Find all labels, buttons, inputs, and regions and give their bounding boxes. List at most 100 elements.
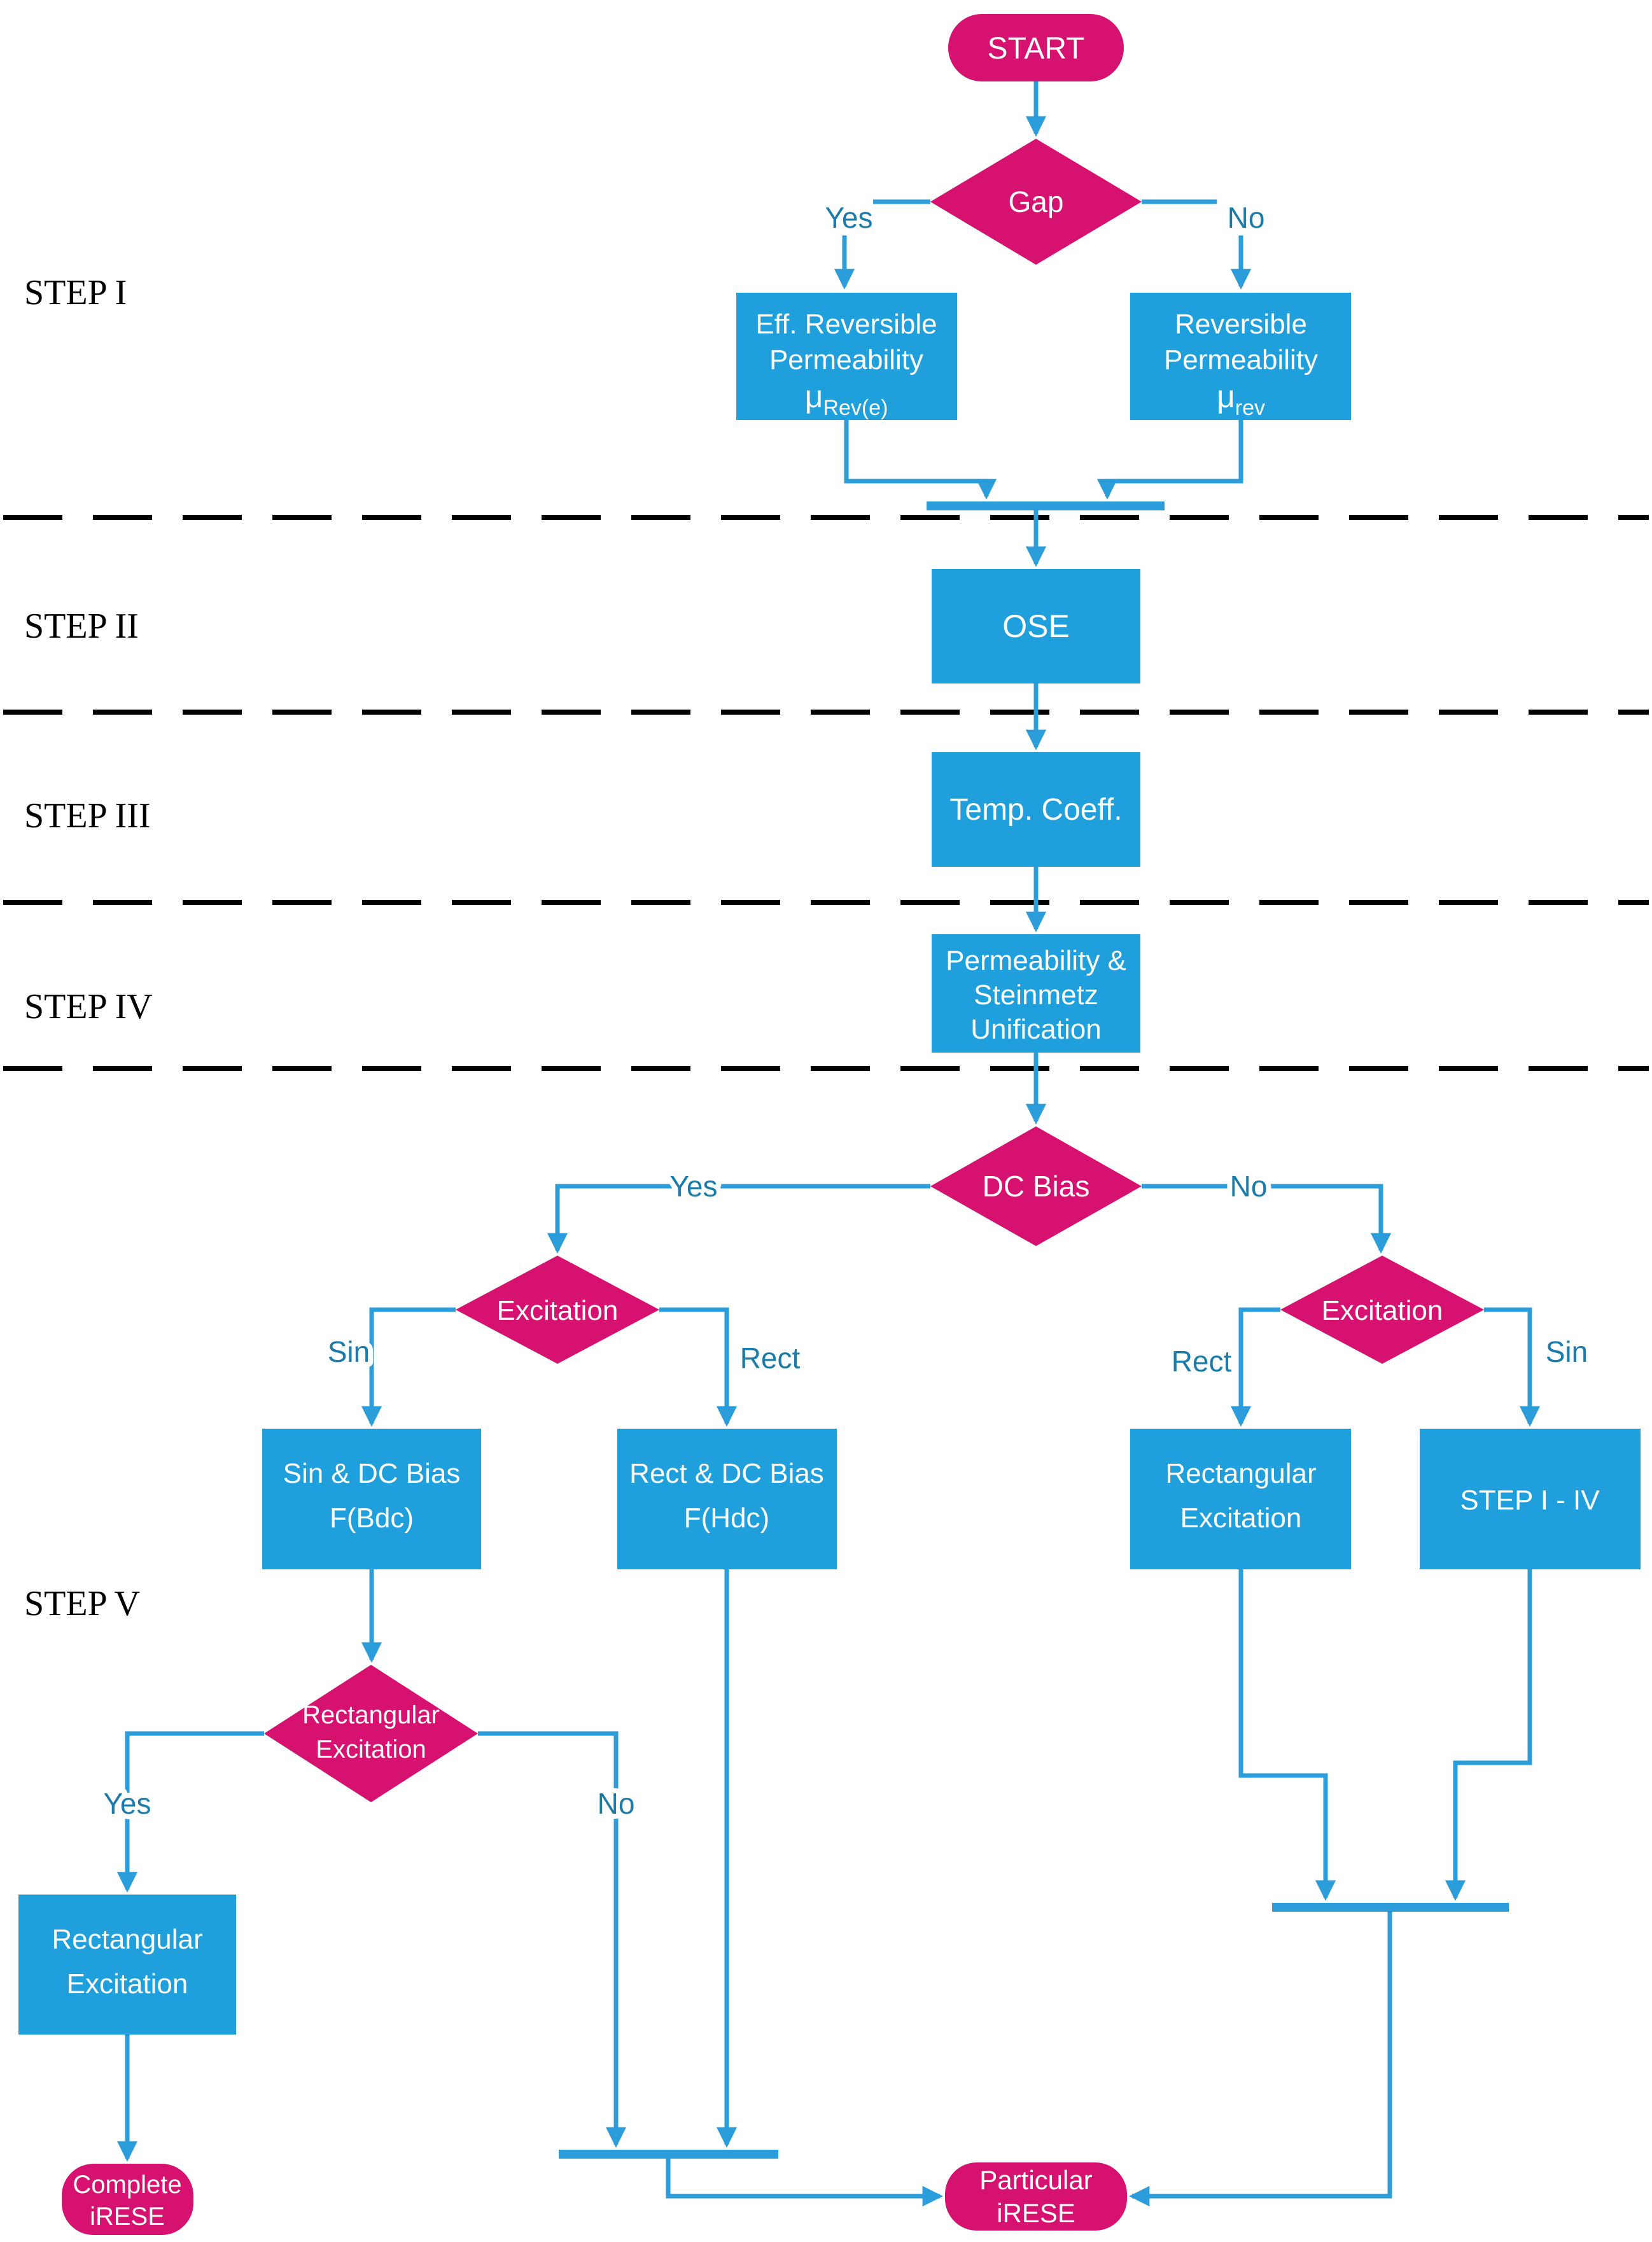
sin-dc-bias-box: Sin & DC Bias F(Bdc) [262, 1429, 481, 1569]
excitation-no-label: Excitation [1322, 1295, 1443, 1326]
reversible-permeability-line1: Reversible [1175, 309, 1307, 340]
rectangular-excitation-box-left: Rectangular Excitation [18, 1895, 236, 2035]
excitation-yes-label: Excitation [497, 1295, 619, 1326]
rectangular-excitation-right-line1: Rectangular [1165, 1458, 1316, 1489]
excitation-decision-no-branch: Excitation [1280, 1256, 1484, 1364]
complete-irese-line1: Complete [73, 2171, 181, 2199]
excitation-no-diamond-shape [1280, 1256, 1484, 1364]
eff-reversible-permeability-line2: Permeability [769, 344, 923, 375]
edge-rectexc-no [478, 1731, 627, 2148]
eff-reversible-permeability-shape [736, 293, 957, 420]
sin-dc-bias-line1: Sin & DC Bias [283, 1458, 461, 1489]
edge-eff-perm-to-junction [844, 420, 997, 500]
rect-dc-bias-box: Rect & DC Bias F(Hdc) [617, 1429, 837, 1569]
dc-bias-label: DC Bias [983, 1170, 1090, 1203]
rectangular-excitation-diamond-shape [264, 1665, 478, 1802]
particular-irese-shape [945, 2162, 1127, 2231]
branch-label-dcbias-yes: Yes [669, 1170, 717, 1203]
mu-subscript: Rev(e) [823, 396, 888, 420]
step-i-iv-shape [1420, 1429, 1641, 1569]
particular-irese-line2: iRESE [997, 2198, 1075, 2228]
rectangular-excitation-right-shape [1130, 1429, 1351, 1569]
branch-label-rectexc-no: No [598, 1787, 635, 1820]
rectangular-excitation-left-line2: Excitation [67, 1968, 188, 2000]
junction-bar-right [1272, 1903, 1509, 1912]
rectangular-excitation-left-shape [18, 1895, 236, 2035]
temp-coeff-shape [932, 752, 1140, 867]
branch-labels: Yes No Yes No Sin Rect Rect Sin Yes No [98, 196, 1593, 1825]
rectangular-excitation-box-right: Rectangular Excitation [1130, 1429, 1351, 1569]
complete-irese-line2: iRESE [90, 2203, 165, 2231]
eff-reversible-permeability-symbol: μRev(e) [805, 379, 888, 420]
ose-shape [932, 569, 1140, 683]
complete-irese-shape [62, 2164, 193, 2235]
rectangular-excitation-left-line1: Rectangular [52, 1924, 202, 1955]
permeability-steinmetz-box: Permeability & Steinmetz Unification [932, 934, 1140, 1053]
mu-subscript: rev [1235, 396, 1265, 420]
step-labels: STEP I STEP II STEP III STEP IV STEP V [24, 273, 153, 1623]
edge-rectexc-right-to-junction [1238, 1569, 1336, 1901]
reversible-permeability-line2: Permeability [1164, 344, 1318, 375]
reversible-permeability-shape [1130, 293, 1351, 420]
edge-stepiiv-to-junction [1445, 1569, 1532, 1901]
rectangular-excitation-decision-line2: Excitation [316, 1735, 426, 1763]
flow-connectors [116, 81, 1541, 2207]
edge-excitation-no-sin [1484, 1307, 1541, 1427]
start-node: START [948, 14, 1124, 81]
reversible-permeability-box: Reversible Permeability μrev [1130, 293, 1351, 420]
branch-label-gap-yes: Yes [825, 201, 872, 234]
reversible-permeability-symbol: μrev [1217, 379, 1265, 420]
dc-bias-diamond-shape [930, 1126, 1142, 1246]
eff-reversible-permeability-line1: Eff. Reversible [755, 309, 937, 340]
dc-bias-decision: DC Bias [930, 1126, 1142, 1246]
step-i-iv-label: STEP I - IV [1460, 1485, 1600, 1516]
junction-bar-bottom-left [559, 2150, 778, 2159]
eff-reversible-permeability-box: Eff. Reversible Permeability μRev(e) [736, 293, 957, 420]
branch-label-excitation-yes-rect: Rect [740, 1342, 801, 1375]
rectangular-excitation-decision-line1: Rectangular [302, 1701, 440, 1729]
temp-coeff-label: Temp. Coeff. [949, 793, 1122, 827]
branch-label-dcbias-no: No [1230, 1170, 1268, 1203]
complete-irese-terminal: Complete iRESE [62, 2164, 193, 2235]
permeability-steinmetz-line2: Steinmetz [974, 979, 1098, 1011]
edge-junction-to-particular-left [666, 2159, 943, 2207]
branch-label-excitation-yes-sin: Sin [328, 1335, 370, 1368]
junction-bar-permeability [927, 501, 1165, 510]
excitation-yes-diamond-shape [456, 1256, 659, 1364]
sin-dc-bias-line2: F(Bdc) [330, 1503, 414, 1534]
step-label-2: STEP II [24, 606, 139, 646]
edge-excitation-yes-sin [361, 1307, 456, 1427]
edge-dcbias-no [1142, 1184, 1392, 1254]
ose-label: OSE [1002, 608, 1070, 644]
rect-dc-bias-line1: Rect & DC Bias [629, 1458, 824, 1489]
rect-dc-bias-line2: F(Hdc) [684, 1503, 769, 1534]
start-terminal-shape [948, 14, 1124, 81]
branch-label-gap-no: No [1228, 201, 1265, 234]
mu-symbol: μ [1217, 379, 1235, 414]
start-label: START [988, 32, 1085, 66]
edge-excitation-no-rect [1230, 1307, 1280, 1427]
step-label-5: STEP V [24, 1584, 140, 1623]
edge-rev-perm-to-junction [1096, 420, 1243, 500]
rect-dc-bias-shape [617, 1429, 837, 1569]
step-dividers [3, 515, 1649, 1071]
particular-irese-line1: Particular [979, 2165, 1092, 2195]
temp-coeff-box: Temp. Coeff. [932, 752, 1140, 867]
step-label-3: STEP III [24, 796, 151, 836]
rectangular-excitation-right-line2: Excitation [1180, 1503, 1302, 1534]
step-label-4: STEP IV [24, 987, 153, 1026]
rectangular-excitation-decision: Rectangular Excitation [264, 1665, 478, 1802]
permeability-steinmetz-line1: Permeability & [946, 945, 1126, 976]
ose-box: OSE [932, 569, 1140, 683]
gap-diamond-shape [930, 139, 1142, 265]
branch-label-excitation-no-rect: Rect [1172, 1345, 1232, 1378]
step-i-iv-box: STEP I - IV [1420, 1429, 1641, 1569]
sin-dc-bias-shape [262, 1429, 481, 1569]
excitation-decision-yes-branch: Excitation [456, 1256, 659, 1364]
permeability-steinmetz-shape [932, 934, 1140, 1053]
gap-label: Gap [1009, 185, 1064, 218]
branch-label-excitation-no-sin: Sin [1546, 1335, 1588, 1368]
mu-symbol: μ [805, 379, 823, 414]
